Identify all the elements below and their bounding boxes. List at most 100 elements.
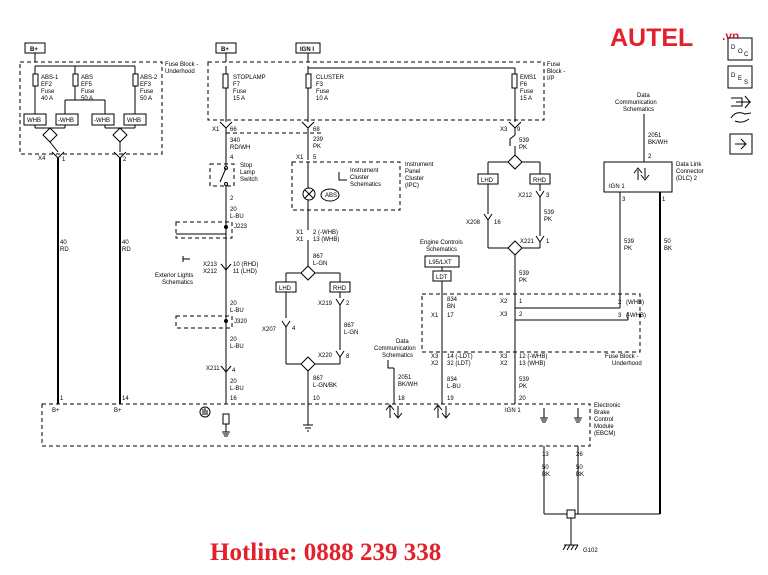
description-icon[interactable]: D E S <box>727 65 753 89</box>
svg-text:834: 834 <box>447 377 458 383</box>
splice-diamond-5 <box>507 154 523 170</box>
svg-text:Fuse: Fuse <box>140 89 154 95</box>
svg-text:2: 2 <box>346 301 350 307</box>
svg-text:68: 68 <box>313 127 320 133</box>
splice-diamond-2 <box>112 127 128 143</box>
svg-text:(IPC): (IPC) <box>405 183 419 189</box>
svg-text:867: 867 <box>344 323 355 329</box>
relay-whb-4[interactable]: WHB <box>123 113 147 126</box>
ign-terminal[interactable]: IGN I <box>295 42 321 54</box>
hand-icon[interactable] <box>730 112 752 123</box>
svg-text:2: 2 <box>123 157 127 163</box>
component-location-icon[interactable]: D O C <box>727 37 753 61</box>
data-link-connector[interactable]: Data Link Connector (DLC) 2 <box>603 161 704 193</box>
svg-text:X1: X1 <box>431 313 439 319</box>
svg-text:STOPLAMP: STOPLAMP <box>233 75 266 81</box>
svg-text:X2: X2 <box>500 361 508 367</box>
relay-whb-1[interactable]: WHB <box>23 113 47 126</box>
svg-text:B+: B+ <box>52 408 60 414</box>
svg-text:BK: BK <box>542 472 550 478</box>
svg-text:1: 1 <box>62 157 66 163</box>
svg-text:5: 5 <box>313 155 317 161</box>
svg-text:L-BU: L-BU <box>230 386 244 392</box>
svg-text:X1: X1 <box>296 155 304 161</box>
data-comm-schematics-dlc[interactable]: Data Communication Schematics <box>615 93 657 122</box>
svg-text:Fuse: Fuse <box>547 62 561 68</box>
svg-text:EF3: EF3 <box>140 82 152 88</box>
relay-whb-2[interactable]: -WHB <box>55 113 79 126</box>
splice-pack <box>566 509 576 519</box>
stop-lamp-switch[interactable]: Stop Lamp Switch <box>209 163 258 187</box>
svg-text:Fuse: Fuse <box>520 89 534 95</box>
svg-text:Schematics: Schematics <box>350 182 381 188</box>
svg-text:14 (-LDT): 14 (-LDT) <box>447 354 473 360</box>
svg-text:PK: PK <box>519 145 527 151</box>
svg-text:RD/WH: RD/WH <box>230 145 250 151</box>
svg-text:40: 40 <box>60 240 67 246</box>
fuse-f7-stoplamp[interactable]: STOPLAMP F7 Fuse 15 A <box>222 73 266 102</box>
svg-text:LHD: LHD <box>481 178 494 184</box>
svg-text:CLUSTER: CLUSTER <box>316 75 345 81</box>
svg-text:X3: X3 <box>431 354 439 360</box>
svg-text:20: 20 <box>230 207 237 213</box>
svg-text:RD: RD <box>60 247 69 253</box>
svg-text:Schematics: Schematics <box>382 353 413 359</box>
svg-text:PK: PK <box>519 384 527 390</box>
svg-text:L95/LXT: L95/LXT <box>429 260 452 266</box>
svg-text:Fuse Block -: Fuse Block - <box>605 354 638 360</box>
svg-text:J223: J223 <box>234 224 248 230</box>
svg-text:ABS-2: ABS-2 <box>140 75 158 81</box>
svg-text:867: 867 <box>313 376 324 382</box>
svg-text:X212: X212 <box>203 269 218 275</box>
fuse-ef2[interactable]: ABS-1 EF2 Fuse 40 A <box>32 73 59 102</box>
svg-text:50: 50 <box>542 465 549 471</box>
fuse-ef5[interactable]: ABS EF5 Fuse 50 A <box>72 73 95 102</box>
wiring-path-icon[interactable] <box>731 95 751 109</box>
svg-text:9: 9 <box>517 127 521 133</box>
svg-text:Data Link: Data Link <box>676 162 702 168</box>
svg-text:X211: X211 <box>206 366 220 372</box>
svg-text:Communication: Communication <box>615 100 657 106</box>
fuse-f6-ems1[interactable]: EMS1 F6 Fuse 15 A <box>511 73 537 102</box>
ebcm-frame <box>41 403 591 447</box>
svg-text:Instrument: Instrument <box>405 162 434 168</box>
svg-text:BK/WH: BK/WH <box>398 382 418 388</box>
lhd-label-1: LHD <box>275 281 297 293</box>
svg-text:3: 3 <box>622 197 626 203</box>
svg-text:13: 13 <box>542 452 549 458</box>
svg-text:Stop: Stop <box>240 163 253 169</box>
svg-text:10: 10 <box>313 396 320 402</box>
svg-text:539: 539 <box>624 239 635 245</box>
fuse-f3-cluster[interactable]: CLUSTER F3 Fuse 10 A <box>305 73 345 102</box>
svg-text:2051: 2051 <box>648 133 662 139</box>
svg-text:B+: B+ <box>114 408 122 414</box>
svg-text:BK/WH: BK/WH <box>648 140 668 146</box>
relay-whb-3[interactable]: -WHB <box>91 113 115 126</box>
bplus-terminal-right[interactable]: B+ <box>215 42 237 54</box>
svg-text:50 A: 50 A <box>140 96 152 102</box>
bplus-terminal-left[interactable]: B+ <box>24 42 46 54</box>
svg-text:Underhood: Underhood <box>165 69 195 75</box>
svg-text:Schematics: Schematics <box>426 247 457 253</box>
svg-text:BN: BN <box>447 304 455 310</box>
svg-text:RHD: RHD <box>533 178 547 184</box>
brand-name: AUTEL <box>610 24 693 52</box>
instrument-panel-cluster[interactable]: ABS Instrument Cluster Schematics Instru… <box>291 161 434 211</box>
next-arrow-icon[interactable] <box>729 133 753 155</box>
svg-text:2051: 2051 <box>398 375 412 381</box>
data-comm-schematics-mid[interactable]: Data Communication Schematics <box>374 339 416 369</box>
svg-text:Control: Control <box>594 417 613 423</box>
svg-text:X2: X2 <box>431 361 439 367</box>
splice-j320 <box>175 315 233 329</box>
svg-text:X220: X220 <box>318 353 333 359</box>
fuse-ef3[interactable]: ABS-2 EF3 Fuse 50 A <box>132 73 158 102</box>
svg-text:Data: Data <box>396 339 409 345</box>
splice-j223 <box>175 221 233 239</box>
svg-text:X221: X221 <box>520 239 535 245</box>
svg-text:50: 50 <box>664 239 671 245</box>
svg-text:O: O <box>738 49 743 55</box>
engine-controls-schematics[interactable]: Engine Controls Schematics L95/LXT LDT <box>420 240 463 282</box>
svg-text:Schematics: Schematics <box>623 107 654 113</box>
svg-text:17: 17 <box>447 313 454 319</box>
svg-text:PK: PK <box>519 278 527 284</box>
